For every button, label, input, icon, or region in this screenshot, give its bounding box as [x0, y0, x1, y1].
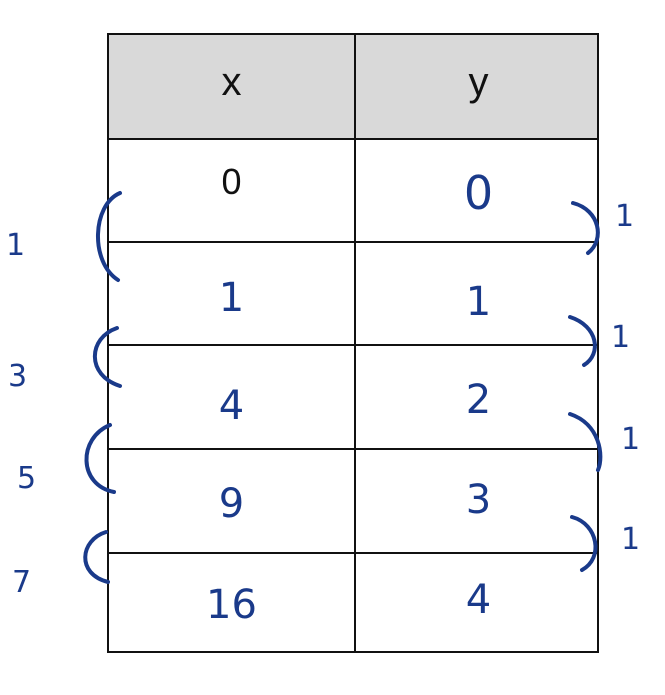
right-bracket-2 [568, 315, 597, 367]
xy-table: x y 0 0 1 1 4 2 9 3 16 4 [107, 33, 599, 653]
y-diff-4: 1 [621, 522, 641, 557]
x-diff-3: 5 [17, 461, 37, 496]
left-bracket-2 [93, 326, 122, 388]
cell-y-2: 2 [465, 377, 492, 423]
right-bracket-4 [570, 515, 598, 572]
cell-x-2: 4 [218, 383, 245, 429]
left-bracket-3 [84, 423, 116, 494]
cell-y-4: 4 [465, 577, 492, 623]
left-bracket-4 [83, 530, 110, 584]
x-diff-4: 7 [12, 565, 32, 600]
cell-x-1: 1 [218, 275, 245, 321]
y-diff-1: 1 [615, 199, 635, 234]
row-divider [109, 552, 597, 554]
row-divider [109, 448, 597, 450]
right-bracket-3 [568, 412, 603, 472]
y-diff-2: 1 [611, 320, 631, 355]
row-divider [109, 241, 597, 243]
right-bracket-1 [571, 201, 600, 255]
cell-y-0: 0 [463, 166, 494, 220]
x-diff-1: 1 [6, 228, 26, 263]
header-x: x [221, 60, 242, 104]
table-header-row [109, 35, 597, 140]
header-y: y [468, 60, 489, 104]
cell-y-3: 3 [465, 477, 492, 523]
cell-x-0: 0 [221, 161, 242, 202]
column-divider [354, 35, 356, 651]
cell-x-3: 9 [218, 481, 245, 527]
row-divider [109, 344, 597, 346]
x-diff-2: 3 [8, 359, 28, 394]
cell-x-4: 16 [206, 582, 257, 628]
y-diff-3: 1 [621, 422, 641, 457]
left-bracket-1 [96, 191, 122, 282]
cell-y-1: 1 [465, 279, 492, 325]
